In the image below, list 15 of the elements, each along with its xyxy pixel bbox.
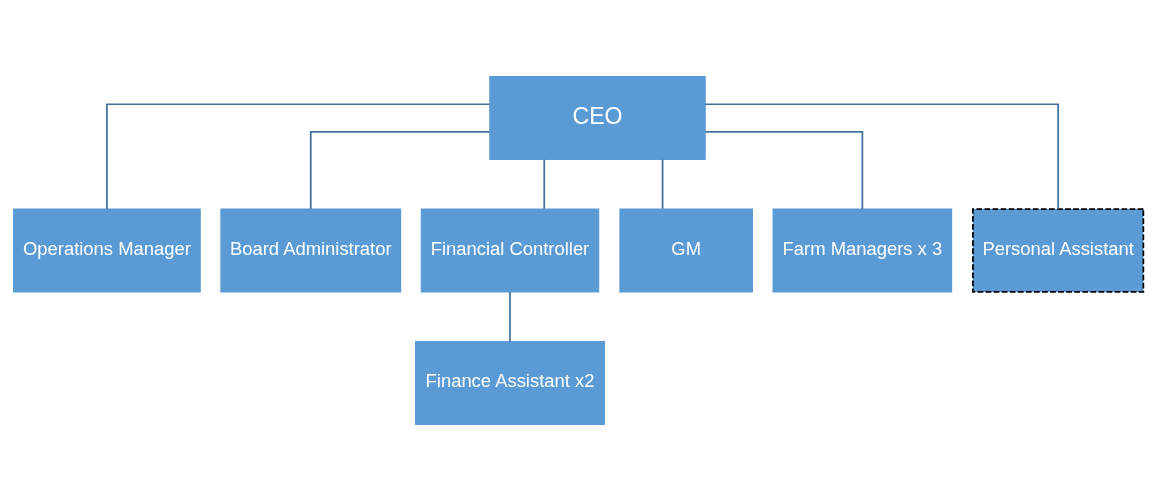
connector <box>704 130 864 210</box>
connector <box>309 130 491 210</box>
node-box: Personal Assistant <box>972 207 1145 293</box>
node-box: Board Administrator <box>220 207 402 293</box>
connector <box>106 102 491 210</box>
node-box: CEO <box>489 75 706 160</box>
connector <box>543 158 546 209</box>
connector <box>509 290 511 342</box>
node-box: Farm Managers x 3 <box>772 207 953 293</box>
connector <box>704 102 1059 210</box>
node-box: Finance Assistant x2 <box>414 340 605 425</box>
node-box: GM <box>619 207 753 293</box>
connector <box>661 158 664 209</box>
node-box: Financial Controller <box>420 207 600 293</box>
node-box: Operations Manager <box>13 207 201 293</box>
